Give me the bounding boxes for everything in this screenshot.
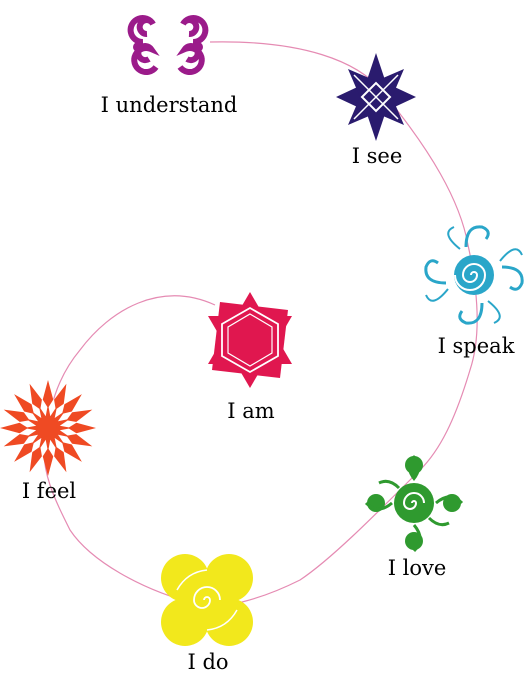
node-feel: I feel xyxy=(0,380,96,503)
label-understand: I understand xyxy=(101,93,238,117)
swirl-clover-icon xyxy=(364,455,464,553)
node-see: I see xyxy=(336,53,416,168)
label-do: I do xyxy=(187,650,228,674)
four-petal-flower-icon xyxy=(161,554,253,646)
hexagram-icon xyxy=(208,292,292,388)
label-speak: I speak xyxy=(438,334,515,358)
node-speak: I speak xyxy=(424,225,524,358)
label-feel: I feel xyxy=(22,479,77,503)
node-am: I am xyxy=(208,292,292,423)
sunburst-icon xyxy=(0,380,96,476)
node-understand: I understand xyxy=(101,15,238,117)
label-see: I see xyxy=(352,144,403,168)
node-love: I love xyxy=(364,455,464,580)
node-do: I do xyxy=(161,554,253,674)
label-am: I am xyxy=(227,399,274,423)
spiral-flower-icon xyxy=(424,225,524,325)
label-love: I love xyxy=(388,556,447,580)
interlaced-star-icon xyxy=(336,53,416,141)
triple-spiral-icon xyxy=(127,15,209,75)
